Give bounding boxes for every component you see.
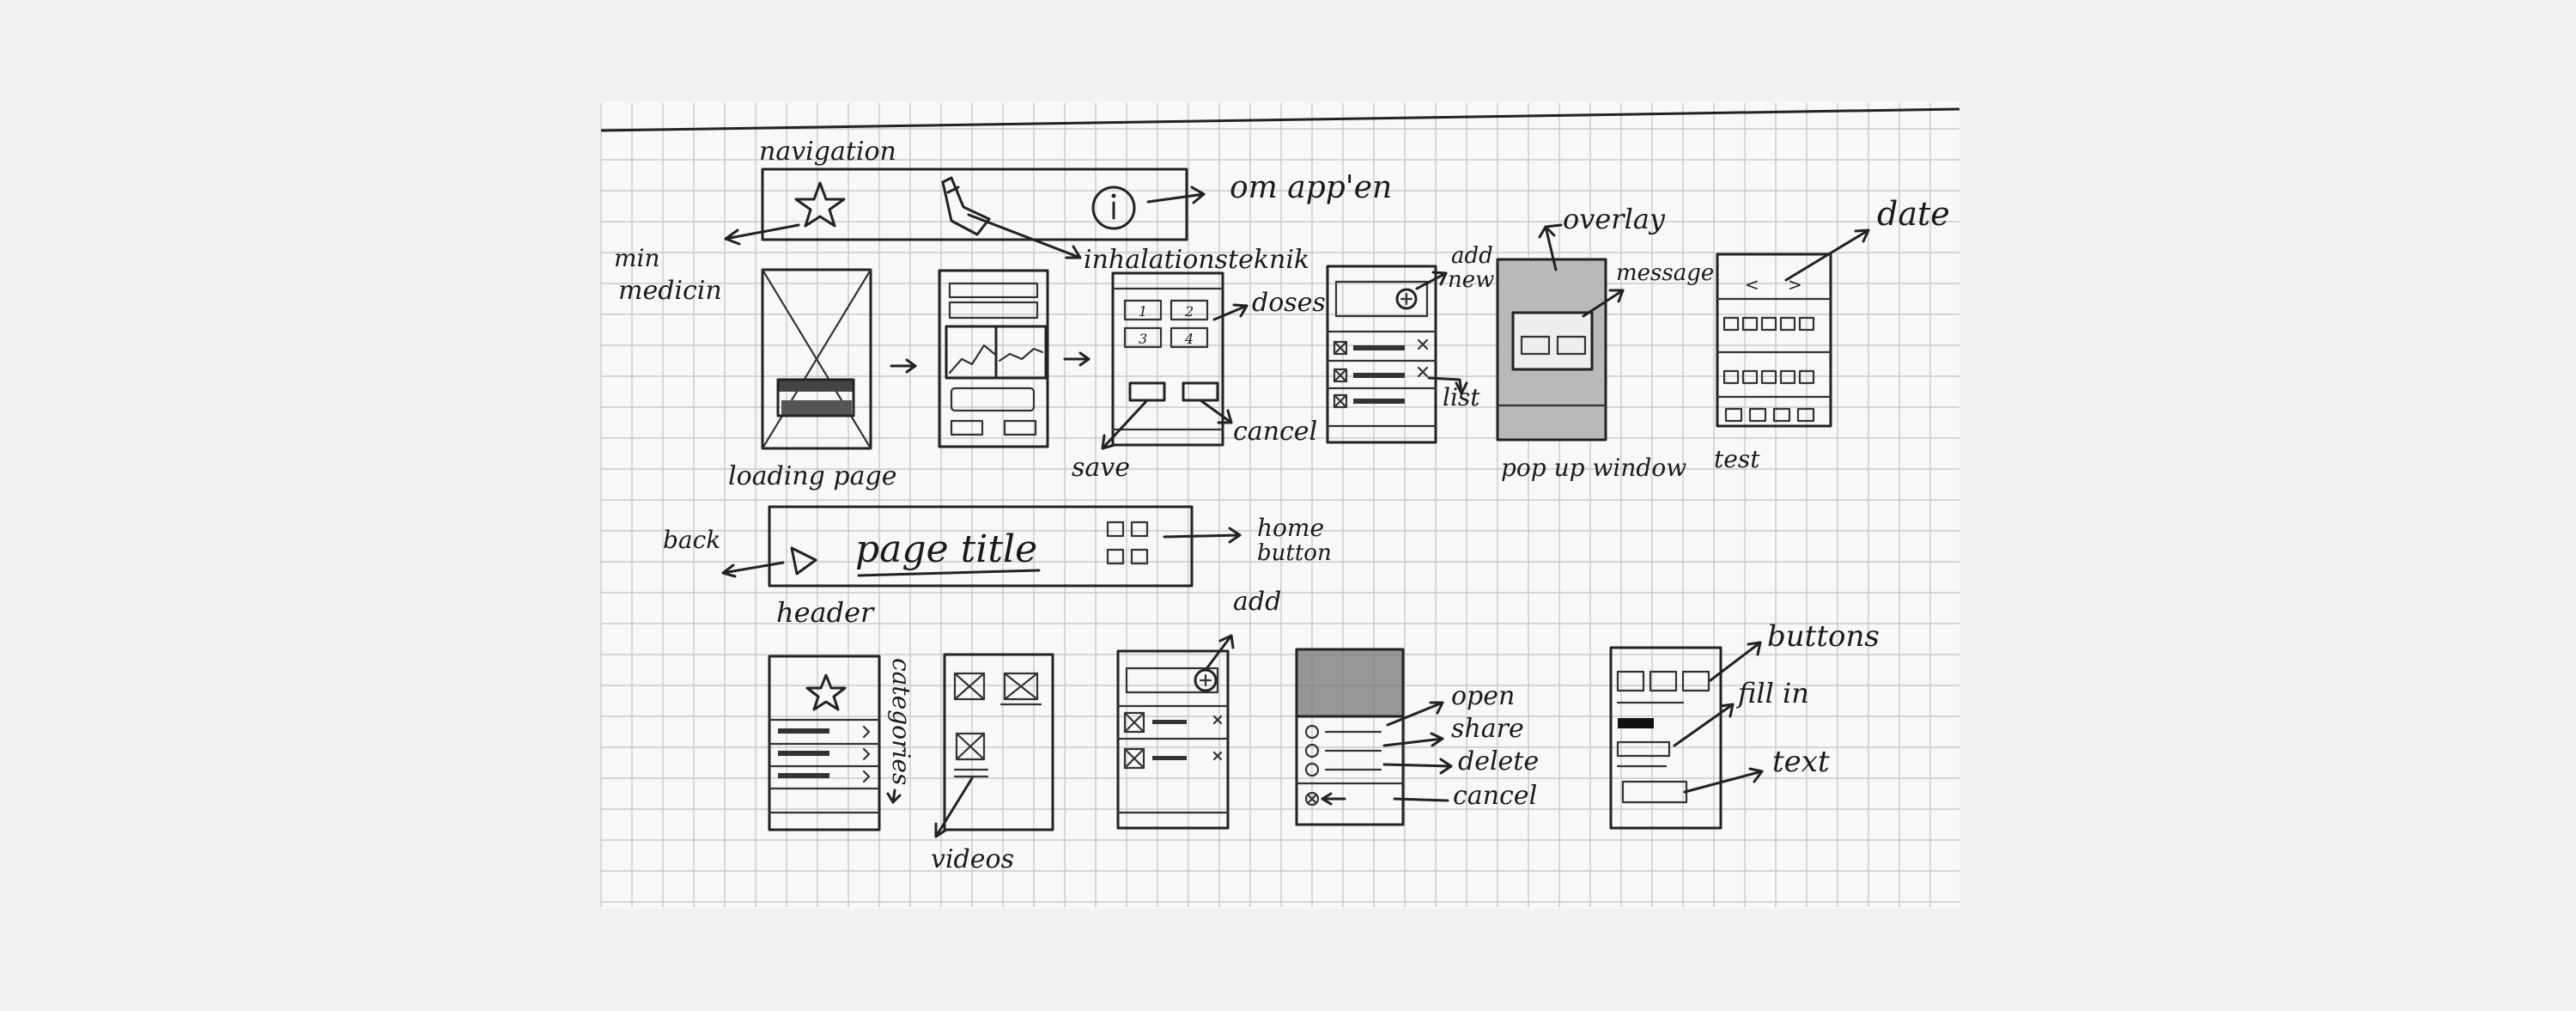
message-label: message — [1616, 260, 1714, 286]
cancel-2-label: cancel — [1453, 781, 1537, 811]
test-checkbox — [1798, 369, 1815, 385]
paper-top-rule — [600, 107, 1960, 132]
doses-screen-sketch: 1 2 3 4 — [1111, 271, 1224, 447]
overlay-label: overlay — [1563, 203, 1666, 235]
delete-label: delete — [1458, 746, 1539, 777]
save-label: save — [1072, 453, 1130, 483]
test-checkbox — [1796, 407, 1815, 423]
back-arrow-icon — [790, 546, 817, 576]
test-label: test — [1714, 445, 1760, 473]
popup-window-sketch — [1496, 258, 1607, 442]
action-sheet-screen-sketch — [1295, 648, 1405, 826]
date-prev-arrow: < — [1745, 274, 1759, 295]
home-button-label-2: button — [1257, 540, 1332, 566]
test-screen-sketch: < > — [1716, 253, 1832, 428]
add-list-screen-sketch — [1116, 649, 1230, 830]
min-medicin-label-2: medicin — [618, 276, 722, 306]
page-title-label: page title — [855, 527, 1037, 571]
test-checkbox — [1779, 316, 1796, 332]
text-label: text — [1772, 745, 1830, 779]
test-checkbox — [1798, 316, 1815, 332]
inhalationsteknik-label: inhalationsteknik — [1084, 245, 1309, 275]
dose-number-3: 3 — [1139, 331, 1147, 347]
grid-lines — [600, 103, 1959, 907]
test-checkbox — [1760, 316, 1777, 332]
test-checkbox — [1722, 316, 1740, 332]
dose-number-1: 1 — [1139, 303, 1147, 320]
dose-number-4: 4 — [1184, 331, 1194, 347]
test-checkbox — [1779, 369, 1796, 385]
categories-screen-sketch — [768, 655, 881, 831]
header-label: header — [776, 596, 875, 629]
min-medicin-label-1: min — [614, 244, 660, 272]
open-label: open — [1451, 681, 1515, 711]
buttons-label: buttons — [1767, 619, 1880, 654]
star-icon — [794, 181, 846, 228]
form-screen-sketch — [1609, 646, 1722, 830]
test-checkbox — [1741, 316, 1759, 332]
back-label: back — [663, 526, 720, 554]
date-label: date — [1877, 195, 1950, 233]
doses-label: doses — [1252, 288, 1326, 318]
cancel-label: cancel — [1233, 417, 1317, 447]
videos-screen-sketch — [943, 653, 1054, 831]
navigation-bar-sketch — [761, 167, 1188, 241]
add-label: add — [1233, 587, 1281, 617]
info-icon — [1091, 186, 1136, 230]
test-checkbox — [1772, 407, 1791, 423]
navigation-label: navigation — [759, 137, 896, 167]
list-label: list — [1443, 383, 1480, 411]
categories-label: categories — [887, 658, 915, 785]
header-bar-sketch — [768, 505, 1194, 588]
dose-number-2: 2 — [1184, 303, 1194, 320]
pop-up-window-label: pop up window — [1501, 454, 1686, 482]
fill-in-label: fill in — [1736, 677, 1809, 710]
add-new-label-2: new — [1448, 267, 1494, 293]
test-checkbox — [1722, 369, 1740, 385]
list-screen-sketch — [1326, 265, 1437, 444]
inhaler-icon — [941, 176, 991, 236]
test-checkbox — [1724, 407, 1743, 423]
loading-page-label: loading page — [728, 461, 896, 491]
test-checkbox — [1748, 407, 1767, 423]
test-checkbox — [1760, 369, 1777, 385]
add-new-label-1: add — [1451, 243, 1493, 269]
home-screen-sketch — [938, 269, 1049, 448]
om-appen-label: om app'en — [1230, 170, 1392, 205]
date-next-arrow: > — [1788, 274, 1802, 295]
share-label: share — [1451, 714, 1524, 744]
loading-page-sketch — [761, 268, 872, 450]
videos-label: videos — [931, 844, 1014, 874]
test-checkbox — [1741, 369, 1759, 385]
home-button-label-1: home — [1257, 514, 1324, 542]
test-checkbox-rows — [1722, 316, 1815, 423]
